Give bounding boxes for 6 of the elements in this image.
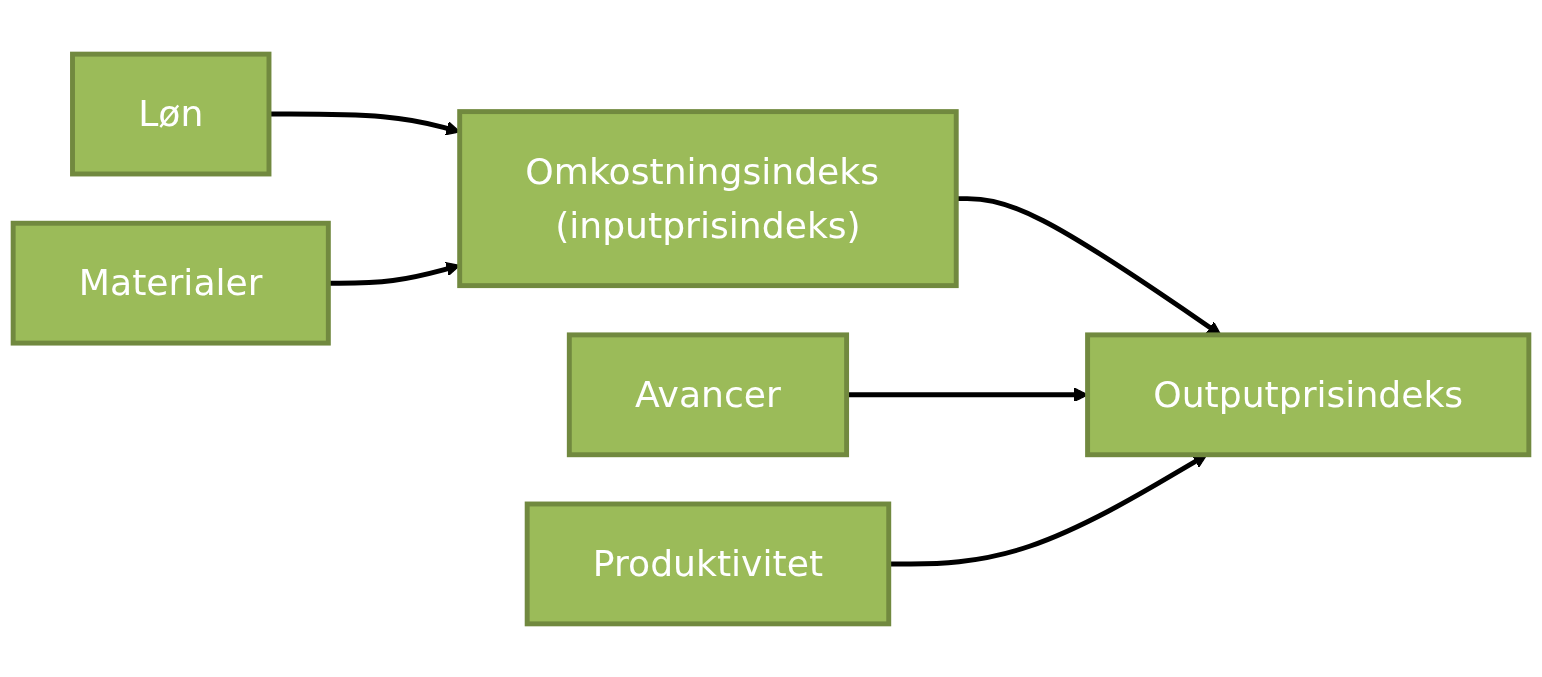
- node-box: Materialer: [10, 220, 331, 346]
- node-box: Produktivitet: [524, 501, 892, 626]
- node-box: Løn: [70, 51, 272, 176]
- node-box: Omkostningsindeks (inputprisindeks): [457, 108, 959, 288]
- node-box: Outputprisindeks: [1085, 331, 1532, 457]
- node-box: Avancer: [566, 331, 850, 457]
